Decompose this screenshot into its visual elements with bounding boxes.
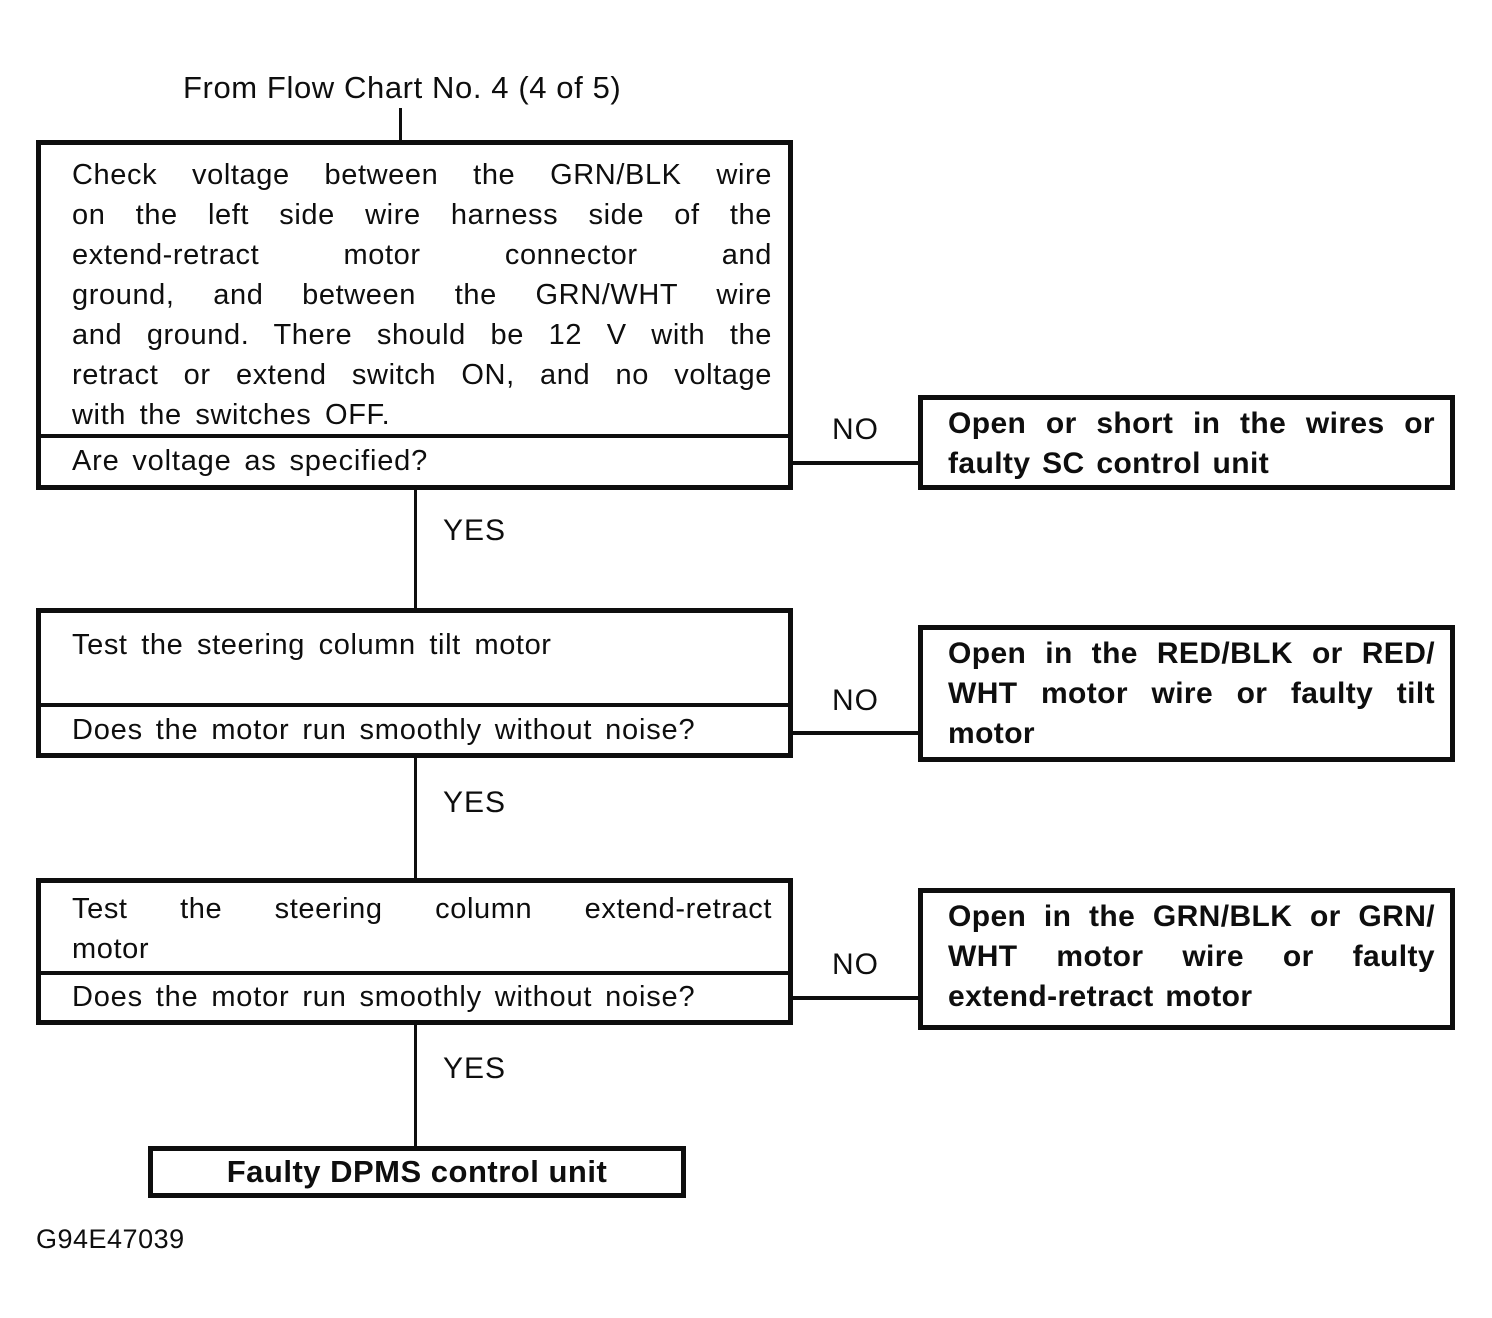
step-3-no-label: NO xyxy=(832,948,879,981)
step-1-question: Are voltage as specified? xyxy=(41,434,788,485)
step-1-no-label: NO xyxy=(832,413,879,446)
step-3-yes-connector xyxy=(414,1025,417,1146)
step-1-yes-label: YES xyxy=(443,514,507,547)
step-2-box: Test the steering column tilt motor Does… xyxy=(36,608,793,758)
step-2-question: Does the motor run smoothly without nois… xyxy=(41,703,788,753)
connector-from-title xyxy=(399,108,402,140)
final-result-box: Faulty DPMS control unit xyxy=(148,1146,686,1198)
step-2-no-result-box: Open in the RED/BLK or RED/WHT motor wir… xyxy=(918,625,1455,762)
step-2-action-text: Test the steering column tilt motor xyxy=(72,629,552,661)
step-3-no-connector xyxy=(793,996,918,1000)
step-3-no-result-box: Open in the GRN/BLK or GRN/WHT motor wir… xyxy=(918,888,1455,1030)
step-2-no-connector xyxy=(793,731,918,735)
step-2-yes-connector xyxy=(414,758,417,878)
step-3-question: Does the motor run smoothly without nois… xyxy=(41,971,788,1020)
flow-source-label: From Flow Chart No. 4 (4 of 5) xyxy=(183,70,622,105)
step-2-yes-label: YES xyxy=(443,786,507,819)
final-result-text: Faulty DPMS control unit xyxy=(226,1154,608,1189)
step-3-yes-label: YES xyxy=(443,1052,507,1085)
step-1-yes-connector xyxy=(414,490,417,608)
step-1-no-connector xyxy=(793,461,918,465)
step-2-no-label: NO xyxy=(832,684,879,717)
figure-code: G94E47039 xyxy=(36,1224,185,1254)
